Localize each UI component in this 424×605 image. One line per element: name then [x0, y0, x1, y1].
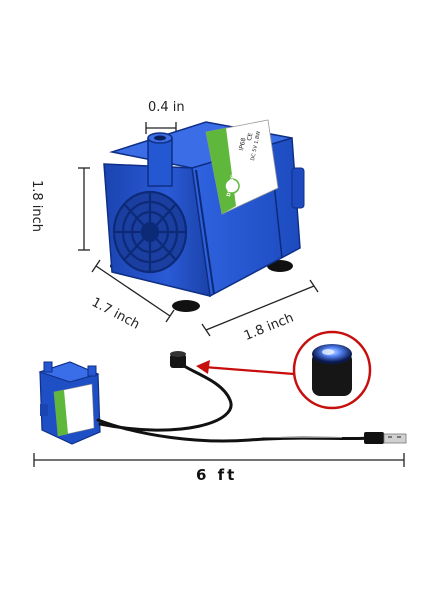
usb-plug-icon: [364, 432, 407, 444]
cable-length-dimension-line: [33, 453, 405, 467]
pump-body-small: [38, 361, 101, 445]
height-dimension-line: [78, 167, 90, 251]
pointer-arrow: [196, 360, 295, 376]
pump-body-large: [103, 119, 305, 312]
cable-print: [262, 437, 342, 438]
cable-length-label: 6 ft: [196, 466, 238, 484]
width-dimension-line: [145, 122, 177, 134]
led-light-icon: [170, 351, 186, 368]
fan-grille-icon: [112, 190, 188, 274]
height-label: 1.8 inch: [29, 180, 44, 233]
depth-right-dimension-line: [201, 279, 319, 337]
outlet-nozzle: [147, 132, 173, 187]
pump-label-sticker: [205, 119, 279, 215]
depth-left-dimension-line: [91, 259, 175, 323]
led-zoom-inset: [292, 330, 372, 410]
width-label: 0.4 in: [148, 100, 185, 115]
power-cable: [96, 360, 370, 443]
